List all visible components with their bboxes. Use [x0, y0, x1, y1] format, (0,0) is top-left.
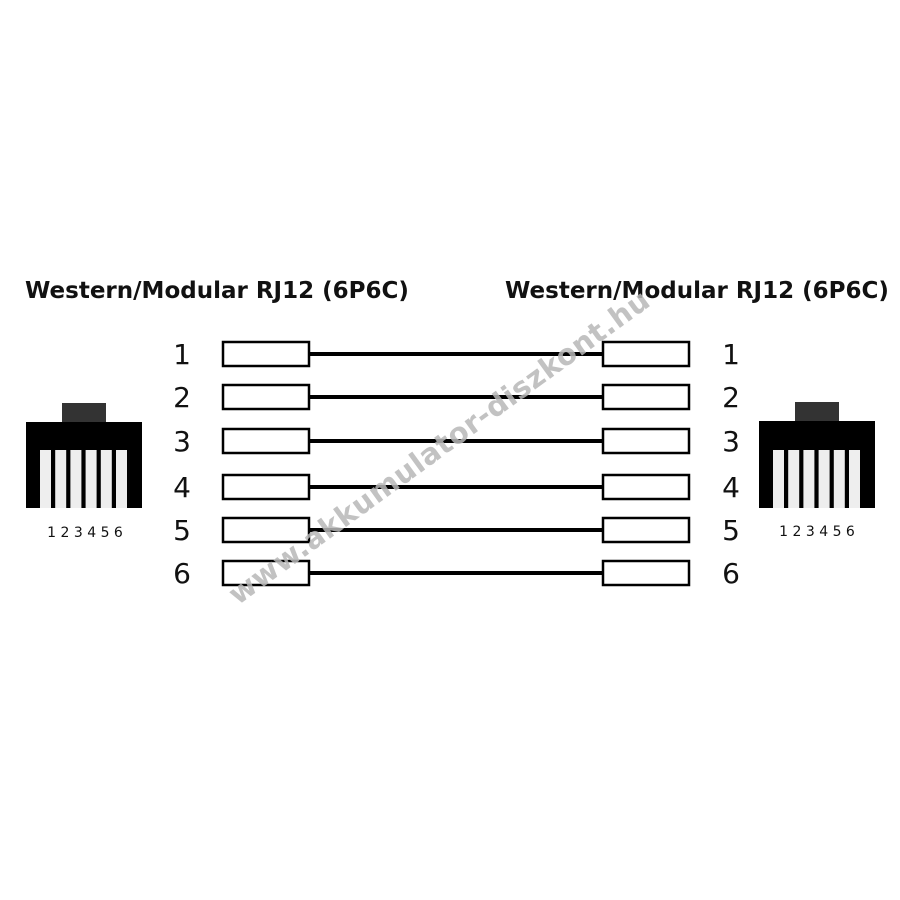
left-pin-number: 1 — [173, 338, 191, 371]
connector-pin — [85, 450, 97, 508]
left-connector-pin-labels: 1 2 3 4 5 6 — [47, 525, 123, 541]
connector-pin — [818, 450, 830, 508]
right-connector-pin-labels: 1 2 3 4 5 6 — [779, 524, 855, 540]
right-pin-box — [601, 340, 691, 368]
left-pin-number: 2 — [173, 381, 191, 414]
right-rj12-connector-icon — [759, 402, 875, 508]
left-pin-box — [221, 427, 311, 455]
right-pin-number: 1 — [722, 338, 740, 371]
left-pin-box — [221, 473, 311, 501]
left-rj12-connector-icon — [26, 403, 142, 508]
left-pin-number: 3 — [173, 425, 191, 458]
connector-pin — [55, 450, 67, 508]
left-pin-box — [221, 383, 311, 411]
connector-pin — [803, 450, 815, 508]
right-pin-number: 5 — [722, 514, 740, 547]
right-pin-box — [601, 383, 691, 411]
left-pin-box — [221, 340, 311, 368]
right-connector-title: Western/Modular RJ12 (6P6C) — [505, 278, 889, 304]
connector-pin — [833, 450, 845, 508]
connector-pin — [100, 450, 112, 508]
connector-pin — [849, 450, 860, 508]
right-pin-box — [601, 516, 691, 544]
right-pin-number: 4 — [722, 471, 740, 504]
left-pin-number: 4 — [173, 471, 191, 504]
left-pin-number: 6 — [173, 557, 191, 590]
right-pin-box — [601, 559, 691, 587]
connector-pin — [70, 450, 82, 508]
left-connector-title: Western/Modular RJ12 (6P6C) — [25, 278, 409, 304]
connector-pin — [40, 450, 51, 508]
connector-pin — [116, 450, 127, 508]
right-pin-number: 2 — [722, 381, 740, 414]
connector-pin — [773, 450, 784, 508]
right-pin-number: 6 — [722, 557, 740, 590]
right-pin-box — [601, 427, 691, 455]
left-pin-number: 5 — [173, 514, 191, 547]
right-pin-number: 3 — [722, 425, 740, 458]
connector-pin — [788, 450, 800, 508]
right-pin-box — [601, 473, 691, 501]
